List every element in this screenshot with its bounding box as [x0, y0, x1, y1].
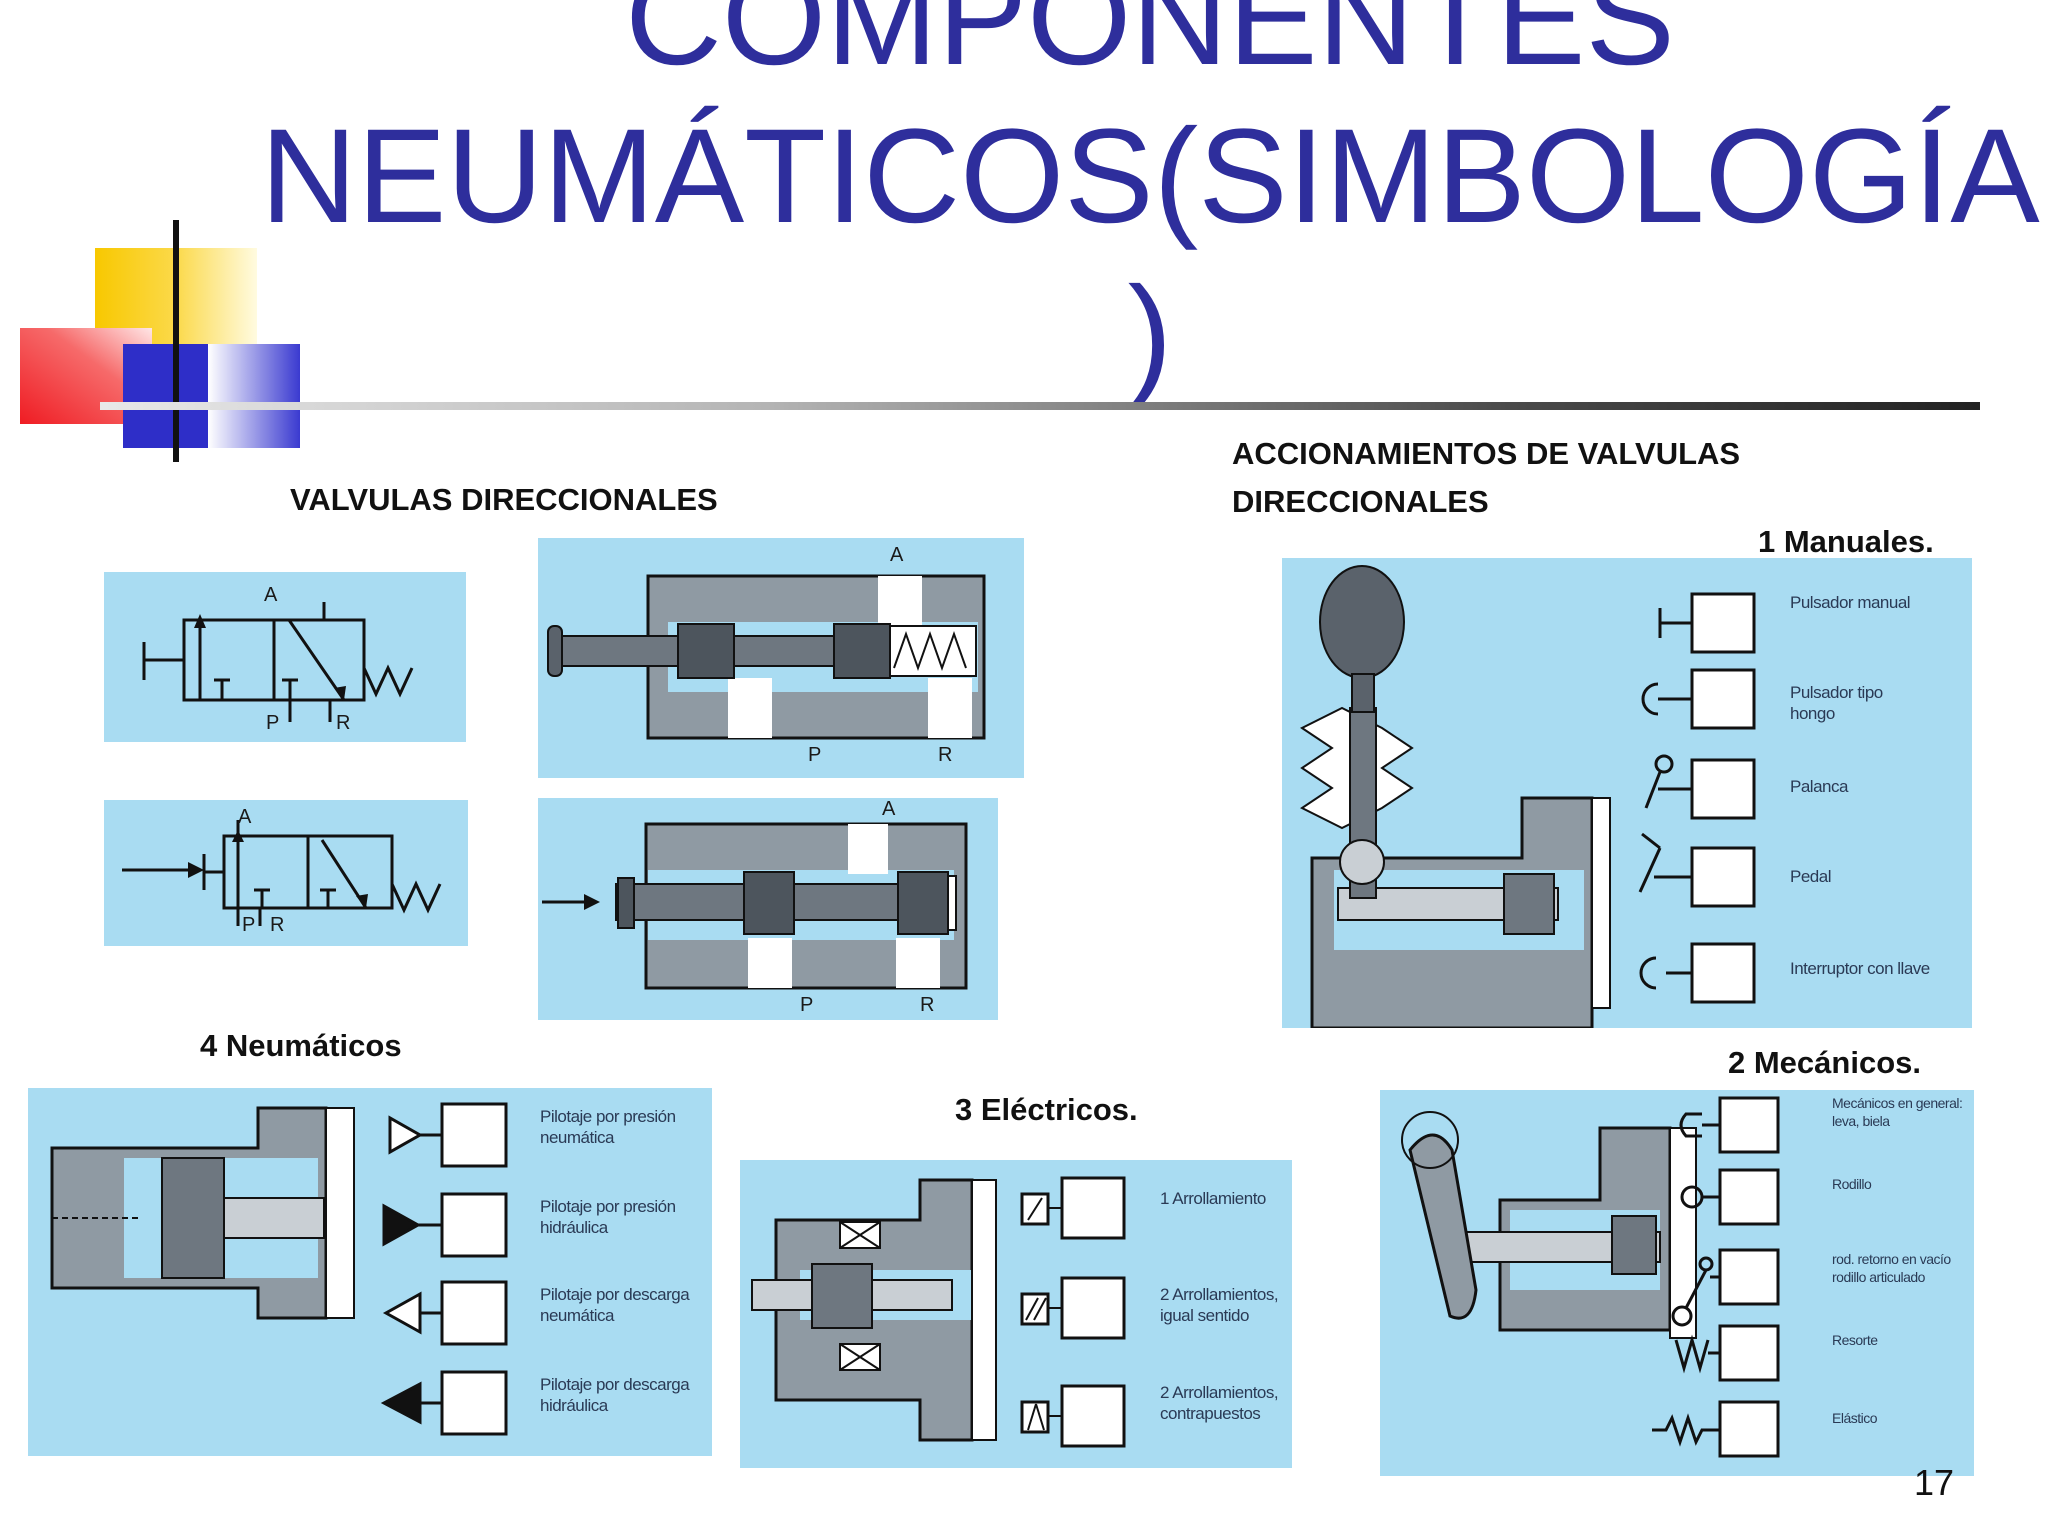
cutaway2-port-p-label: P: [800, 994, 814, 1016]
manual-label-2: Pulsador tipo hongo: [1790, 683, 1883, 723]
electrico-label-2: 2 Arrollamientos, igual sentido: [1160, 1285, 1279, 1325]
electricos-heading: 3 Eléctricos.: [955, 1092, 1138, 1127]
decorative-squares: [20, 220, 300, 462]
electricos-drawing: [751, 1176, 1126, 1448]
valve-symbol-drawing: [142, 602, 414, 722]
electrico-label-3: 2 Arrollamientos, contrapuestos: [1160, 1383, 1279, 1423]
manual-label-5: Interruptor con llave: [1790, 959, 1930, 978]
mecanico-label-2: Rodillo: [1832, 1176, 1872, 1192]
mecanicos-panel: Mecánicos en general: leva, biela Rodill…: [1380, 1090, 1974, 1476]
manuales-drawing: [1300, 565, 1756, 1028]
neumatico-label-4: Pilotaje por descarga hidráulica: [540, 1375, 690, 1415]
slide-title: COMPONENTES NEUMÁTICOS(SIMBOLOGÍA ): [240, 0, 2048, 414]
cutaway-port-r-label: R: [938, 744, 953, 766]
manual-label-3: Palanca: [1790, 777, 1848, 796]
valve-cutaway-drawing: [547, 574, 986, 740]
neumatico-label-3: Pilotaje por descarga neumática: [540, 1285, 690, 1325]
valve-cutaway-pilot: A P R: [538, 798, 998, 1020]
port-a-label: A: [264, 584, 278, 606]
title-line-1: COMPONENTES: [625, 0, 1675, 93]
neumatico-label-1: Pilotaje por presión neumática: [540, 1107, 676, 1147]
cutaway-port-a-label: A: [890, 544, 904, 566]
neumaticos-panel: Pilotaje por presión neumática Pilotaje …: [28, 1088, 712, 1456]
title-divider: [100, 402, 1980, 410]
valve-symbol-pushbutton: A P R: [104, 572, 466, 742]
manuales-panel: Pulsador manual Pulsador tipo hongo Pala…: [1282, 558, 1972, 1028]
mecanico-label-1: Mecánicos en general: leva, biela: [1832, 1095, 1963, 1129]
port-p-label: P: [266, 712, 280, 734]
mecanicos-drawing: [1401, 1096, 1780, 1458]
manual-label-4: Pedal: [1790, 867, 1831, 886]
title-line-3: ): [1127, 260, 1173, 409]
electricos-panel: 1 Arrollamiento 2 Arrollamientos, igual …: [740, 1160, 1292, 1468]
port-r-label: R: [336, 712, 351, 734]
mecanico-label-4: Resorte: [1832, 1332, 1878, 1348]
cutaway2-port-r-label: R: [920, 994, 935, 1016]
valve-symbol-pilot: A P R: [104, 800, 468, 946]
mecanico-label-3: rod. retorno en vacío rodillo articulado: [1832, 1251, 1951, 1285]
manual-label-1: Pulsador manual: [1790, 593, 1911, 612]
page-number: 17: [1913, 1462, 1954, 1503]
mecanicos-heading: 2 Mecánicos.: [1728, 1045, 1921, 1080]
accionamientos-heading: ACCIONAMIENTOS DE VALVULAS DIRECCIONALES: [1232, 430, 1740, 526]
valve-cutaway-pushbutton: A P R: [538, 538, 1024, 778]
valve-symbol-pilot-drawing: [122, 820, 442, 926]
pilot-port-r-label: R: [270, 914, 285, 936]
valvulas-heading: VALVULAS DIRECCIONALES: [290, 482, 718, 517]
accionamientos-heading-line-1: ACCIONAMIENTOS DE VALVULAS: [1232, 436, 1741, 471]
pilot-port-a-label: A: [238, 806, 252, 828]
electrico-label-1: 1 Arrollamiento: [1160, 1189, 1266, 1208]
cutaway-port-p-label: P: [808, 744, 822, 766]
accionamientos-heading-line-2: DIRECCIONALES: [1232, 484, 1489, 519]
manuales-heading: 1 Manuales.: [1758, 524, 1934, 559]
neumaticos-heading: 4 Neumáticos: [200, 1028, 402, 1063]
title-line-2: NEUMÁTICOS(SIMBOLOGÍA: [260, 102, 2040, 251]
valve-cutaway-pilot-drawing: [542, 822, 968, 990]
cutaway2-port-a-label: A: [882, 798, 896, 820]
pilot-port-p-label: P: [242, 914, 256, 936]
neumaticos-drawing: [50, 1102, 508, 1436]
mecanico-label-5: Elástico: [1832, 1410, 1878, 1426]
neumatico-label-2: Pilotaje por presión hidráulica: [540, 1197, 676, 1237]
